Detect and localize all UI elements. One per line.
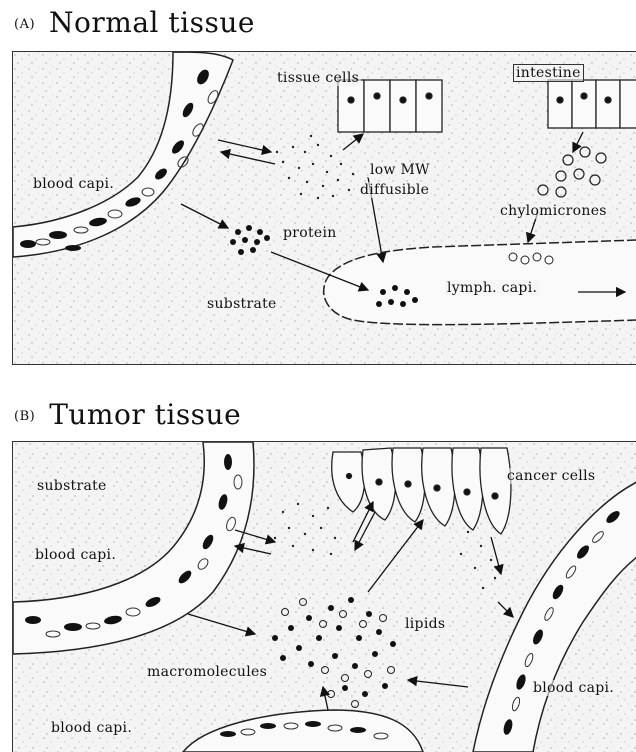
label-cancer-cells: cancer cells — [505, 468, 597, 484]
label-low-mw: low MW — [368, 162, 432, 178]
intestine-cells — [548, 80, 636, 128]
normal-tissue-panel: tissue cells intestine blood capi. low M… — [12, 51, 636, 365]
label-blood-capi-right: blood capi. — [531, 680, 616, 696]
panel-b-title: (B) Tumor tissue — [14, 398, 241, 431]
label-lipids: lipids — [403, 616, 447, 632]
tumor-tissue-panel: substrate cancer cells blood capi. lipid… — [12, 441, 636, 752]
label-substrate-b: substrate — [35, 478, 109, 494]
label-tissue-cells: tissue cells — [275, 70, 361, 86]
panel-a-title: (A) Normal tissue — [14, 6, 255, 39]
label-lymph-capi: lymph. capi. — [445, 280, 539, 296]
panel-a-heading: Normal tissue — [49, 6, 255, 39]
tissue-cells — [338, 80, 442, 132]
label-macromolecules: macromolecules — [145, 664, 269, 680]
label-blood-capi-left: blood capi. — [33, 547, 118, 563]
label-blood-capi-bottom: blood capi. — [49, 720, 134, 736]
label-protein: protein — [281, 225, 339, 241]
label-chylomicrones: chylomicrones — [498, 203, 609, 219]
label-substrate: substrate — [205, 296, 279, 312]
panel-b-tag: (B) — [14, 409, 35, 424]
panel-a-tag: (A) — [14, 17, 35, 32]
panel-b-heading: Tumor tissue — [49, 398, 241, 431]
label-blood-capi: blood capi. — [31, 176, 116, 192]
label-diffusible: diffusible — [358, 182, 431, 198]
label-intestine: intestine — [513, 64, 584, 82]
